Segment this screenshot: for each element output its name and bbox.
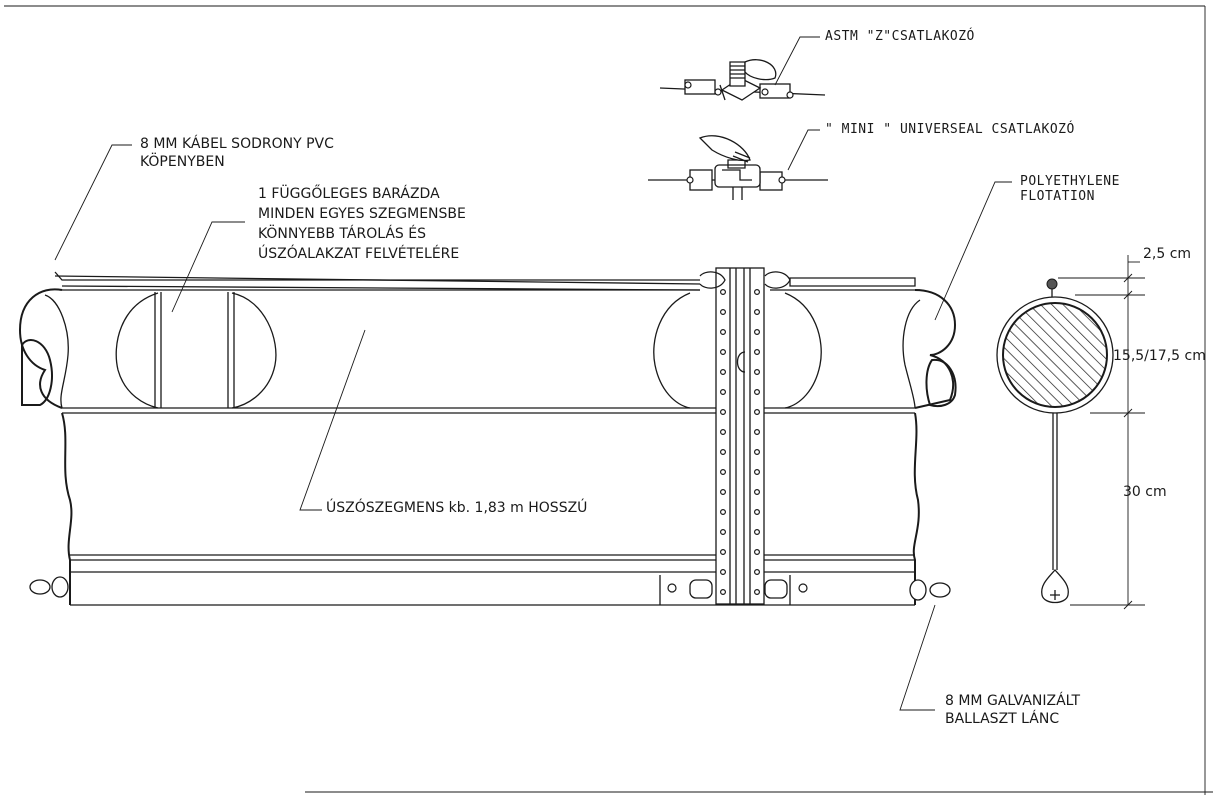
rivet: [719, 289, 726, 296]
rivet: [719, 469, 726, 476]
rivet: [753, 289, 760, 296]
leader-lines: [54, 36, 1012, 711]
rivet: [719, 369, 726, 376]
groove-label-line3: KÖNNYEBB TÁROLÁS ÉS: [258, 224, 426, 242]
dimension-skirt-label: 30 cm: [1123, 484, 1167, 500]
rivet: [719, 389, 726, 396]
astm-z-connector-drawing: [659, 59, 826, 101]
rivet: [719, 489, 726, 496]
rivet: [753, 369, 760, 376]
boom-body: [18, 271, 957, 606]
rivet: [753, 389, 760, 396]
flotation-label-line1: POLYETHYLENE: [1020, 174, 1120, 189]
rivet: [719, 588, 726, 595]
flotation-label-line2: FLOTATION: [1020, 189, 1095, 204]
rivet: [719, 329, 726, 336]
dimension-top-label: 2,5 cm: [1143, 246, 1191, 262]
rivet: [753, 548, 760, 555]
ballast-chain-hardware: [29, 575, 951, 605]
rivet: [719, 509, 726, 516]
cross-section: [996, 278, 1114, 604]
cable-label-line1: 8 MM KÁBEL SODRONY PVC: [140, 135, 334, 152]
rivet: [719, 409, 726, 416]
rivet: [753, 469, 760, 476]
rivet: [753, 429, 760, 436]
rivet: [719, 429, 726, 436]
rivet: [753, 329, 760, 336]
rivet: [719, 568, 726, 575]
groove-label-line2: MINDEN EGYES SZEGMENSBE: [258, 206, 466, 222]
rivet: [753, 588, 760, 595]
mini-connector-label: " MINI " UNIVERSEAL CSATLAKOZÓ: [825, 121, 1075, 137]
astm-connector-label: ASTM "Z"CSATLAKOZÓ: [825, 28, 975, 44]
rivet: [719, 349, 726, 356]
center-connector: [699, 267, 791, 605]
dimension-lines: [1058, 255, 1145, 610]
dimension-diameter-label: 15,5/17,5 cm: [1113, 348, 1206, 364]
groove-label-line4: ÚSZÓALAKZAT FELVÉTELÉRE: [258, 244, 459, 262]
rivet: [753, 568, 760, 575]
cable-label-line2: KÖPENYBEN: [140, 152, 225, 170]
rivet: [719, 449, 726, 456]
rivet: [753, 528, 760, 535]
rivet: [753, 449, 760, 456]
rivet: [753, 409, 760, 416]
rivet: [719, 528, 726, 535]
rivet: [753, 309, 760, 316]
chain-label-line1: 8 MM GALVANIZÁLT: [945, 692, 1081, 709]
rivet: [719, 309, 726, 316]
rivet: [753, 489, 760, 496]
chain-label-line2: BALLASZT LÁNC: [945, 710, 1059, 727]
page-border: [4, 5, 1213, 795]
rivet: [753, 349, 760, 356]
rivet: [753, 509, 760, 516]
segment-label: ÚSZÓSZEGMENS kb. 1,83 m HOSSZÚ: [326, 498, 587, 516]
float-groove-left: [115, 292, 277, 409]
rivet: [719, 548, 726, 555]
float-groove-right: [653, 292, 822, 409]
groove-label-line1: 1 FÜGGŐLEGES BARÁZDA: [258, 184, 440, 202]
mini-universeal-connector-drawing: [648, 135, 828, 200]
